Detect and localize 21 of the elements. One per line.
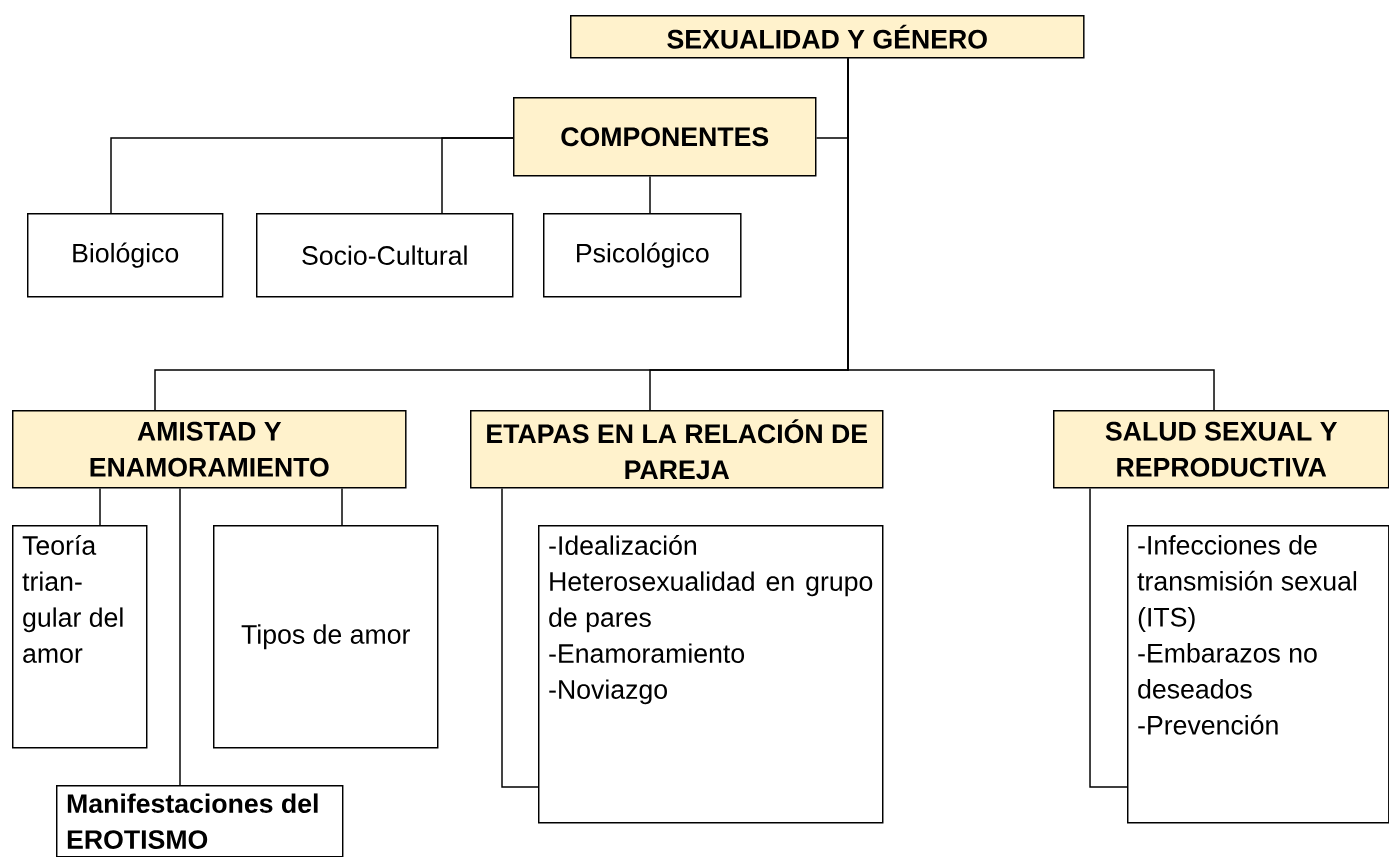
topic-box: Psicológico	[543, 213, 742, 298]
connector-line	[847, 57, 1215, 411]
list-box: -Idealización Heterosexualidad en grupo de pares -Enamoramiento -Noviazgo	[538, 525, 884, 824]
topic-box: Biológico	[27, 213, 224, 298]
heading-box: ETAPAS EN LA RELACIÓN DE PAREJA	[470, 410, 884, 489]
list-box: -Infecciones de transmisión sexual (ITS) -Embarazos no deseados -Prevención	[1127, 525, 1389, 824]
connector-line	[441, 137, 514, 214]
connector-line	[99, 487, 101, 526]
topic-box: Manifestaciones del EROTISMO	[56, 785, 344, 857]
connector-line	[341, 487, 343, 526]
connector-line	[1089, 487, 1128, 788]
heading-box: COMPONENTES	[513, 97, 817, 177]
topic-box: Teoría trian-gular del amor	[12, 525, 148, 749]
topic-box: Socio-Cultural	[256, 213, 514, 298]
topic-box: Tipos de amor	[213, 525, 439, 749]
connector-line	[501, 487, 539, 788]
heading-box: SALUD SEXUAL Y REPRODUCTIVA	[1053, 410, 1389, 489]
heading-box: AMISTAD Y ENAMORAMIENTO	[12, 410, 407, 489]
heading-box: SEXUALIDAD Y GÉNERO	[570, 15, 1085, 59]
connector-line	[179, 487, 181, 786]
connector-line	[649, 175, 651, 214]
